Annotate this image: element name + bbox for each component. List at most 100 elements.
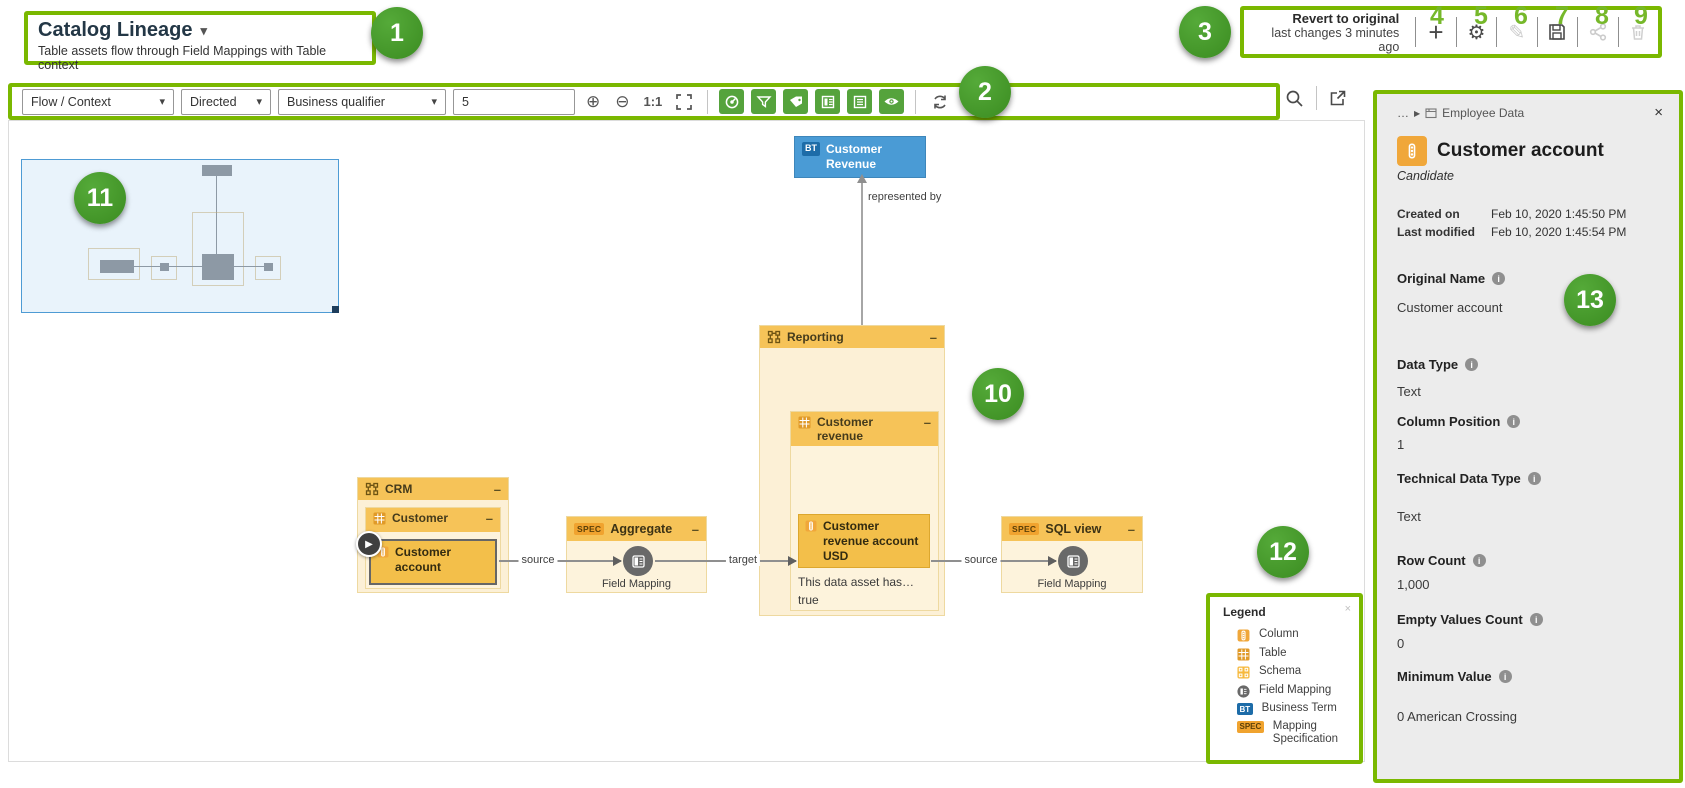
node-column-customer-account[interactable]: Customer account bbox=[369, 539, 497, 585]
external-link-icon[interactable] bbox=[1329, 89, 1347, 107]
zoom-in-icon[interactable]: ⊕ bbox=[586, 91, 601, 111]
eye-icon[interactable] bbox=[879, 89, 905, 114]
share-icon[interactable] bbox=[1584, 18, 1611, 46]
minimap-group-outline bbox=[88, 248, 140, 280]
filter-icon[interactable] bbox=[751, 89, 777, 114]
minimap-edge bbox=[100, 266, 272, 267]
save-icon[interactable] bbox=[1544, 18, 1571, 46]
callout-13: 13 bbox=[1564, 274, 1616, 326]
fullscreen-icon[interactable] bbox=[672, 93, 696, 110]
info-icon[interactable]: i bbox=[1507, 415, 1521, 428]
minimap-edge bbox=[216, 176, 217, 256]
close-icon[interactable]: × bbox=[1344, 603, 1351, 615]
legend-item-business-term: BT Business Term bbox=[1223, 702, 1353, 715]
node-column-customer-revenue-account-usd[interactable]: Customer revenue account USD bbox=[798, 514, 930, 568]
minimap-node bbox=[160, 263, 169, 271]
group-reporting-header[interactable]: Reporting – bbox=[760, 326, 944, 348]
asset-note-line2: true bbox=[798, 593, 819, 607]
play-button[interactable]: ▶ bbox=[356, 531, 382, 557]
depth-input[interactable] bbox=[453, 88, 575, 115]
edge-source-1 bbox=[499, 560, 621, 562]
breadcrumb-arrow-icon: ▶ bbox=[1414, 108, 1421, 118]
lineage-canvas[interactable]: BT Customer Revenue represented by Repor… bbox=[8, 120, 1365, 764]
field-label: Minimum Value bbox=[1397, 669, 1492, 684]
spec-sql-view-header[interactable]: SPEC SQL view – bbox=[1002, 517, 1142, 541]
qualifier-select[interactable]: Business qualifier ▾ bbox=[278, 88, 446, 115]
trash-icon[interactable] bbox=[1625, 18, 1652, 46]
layout-select[interactable]: Flow / Context ▾ bbox=[22, 88, 174, 115]
minimap-resize-handle[interactable] bbox=[332, 306, 339, 313]
collapse-button[interactable]: – bbox=[493, 481, 501, 497]
search-icon[interactable] bbox=[1285, 89, 1304, 108]
info-icon[interactable]: i bbox=[1465, 358, 1479, 371]
field-value: Text bbox=[1397, 509, 1421, 524]
pencil-icon[interactable]: ✎ bbox=[1508, 21, 1526, 44]
info-icon[interactable]: i bbox=[1529, 613, 1543, 626]
minimap[interactable] bbox=[21, 159, 339, 313]
node-table-customer-revenue[interactable]: Customer revenue – bbox=[790, 411, 939, 611]
divider bbox=[1415, 17, 1417, 47]
collapse-button[interactable]: – bbox=[1127, 521, 1135, 537]
callout-8: 8 bbox=[1595, 2, 1609, 30]
gauge-icon[interactable] bbox=[719, 89, 745, 114]
node-spec-sql-view[interactable]: SPEC SQL view – bbox=[1001, 516, 1143, 593]
arrow-up-icon bbox=[857, 174, 867, 183]
collapse-button[interactable]: – bbox=[929, 329, 937, 345]
close-icon[interactable]: × bbox=[1654, 104, 1663, 121]
title-dropdown-caret-icon[interactable]: ▾ bbox=[200, 22, 208, 38]
revert-title[interactable]: Revert to original bbox=[1292, 10, 1400, 26]
legend-item-field-mapping: Field Mapping bbox=[1223, 684, 1353, 698]
list-icon[interactable] bbox=[847, 89, 873, 114]
gear-icon[interactable]: ⚙ bbox=[1467, 21, 1486, 44]
business-term-badge: BT bbox=[802, 142, 820, 156]
column-customer-account-label: Customer account bbox=[395, 545, 452, 574]
plus-icon[interactable]: + bbox=[1428, 16, 1444, 47]
legend-label: Mapping Specification bbox=[1272, 719, 1339, 745]
meta-value: Feb 10, 2020 1:45:50 PM bbox=[1491, 207, 1627, 221]
schema-icon bbox=[767, 330, 781, 344]
field-mapping-icon[interactable] bbox=[623, 546, 653, 576]
divider bbox=[1617, 17, 1619, 47]
breadcrumb-domain[interactable]: Employee Data bbox=[1442, 106, 1525, 120]
page-title-block: Catalog Lineage ▾ Table assets flow thro… bbox=[24, 11, 376, 72]
spec-aggregate-header[interactable]: SPEC Aggregate – bbox=[567, 517, 706, 541]
arrow-right-icon bbox=[613, 556, 622, 566]
collapse-button[interactable]: – bbox=[691, 521, 699, 537]
table-icon bbox=[1237, 648, 1250, 661]
meta-label: Last modified bbox=[1397, 225, 1476, 239]
callout-3: 3 bbox=[1179, 6, 1231, 58]
field-mapping-icon[interactable] bbox=[1058, 546, 1088, 576]
node-business-term-customer-revenue[interactable]: BT Customer Revenue bbox=[794, 136, 926, 178]
info-icon[interactable]: i bbox=[1498, 670, 1512, 683]
callout-1: 1 bbox=[371, 7, 423, 59]
spec-sql-view-label: SQL view bbox=[1045, 522, 1102, 536]
direction-select[interactable]: Directed ▾ bbox=[181, 88, 271, 115]
table-customer-revenue-header[interactable]: Customer revenue – bbox=[791, 412, 938, 446]
field-mapping-caption: Field Mapping bbox=[601, 578, 672, 590]
card-icon[interactable] bbox=[815, 89, 841, 114]
revert-to-original[interactable]: Revert to original last changes 3 minute… bbox=[1250, 11, 1399, 54]
tag-icon[interactable] bbox=[783, 89, 809, 114]
info-icon[interactable]: i bbox=[1472, 554, 1486, 567]
breadcrumb-ellipsis[interactable]: … bbox=[1397, 106, 1409, 120]
zoom-reset-button[interactable]: 1:1 bbox=[643, 94, 663, 109]
collapse-button[interactable]: – bbox=[485, 511, 493, 526]
field-label: Row Count bbox=[1397, 553, 1466, 568]
info-icon[interactable]: i bbox=[1492, 272, 1506, 285]
field-value: 0 American Crossing bbox=[1397, 709, 1517, 724]
layout-select-value: Flow / Context bbox=[31, 94, 111, 109]
legend-rows: Column Table Schema bbox=[1223, 628, 1353, 746]
zoom-out-icon[interactable]: ⊖ bbox=[615, 91, 630, 111]
page-title-row: Catalog Lineage ▾ bbox=[38, 19, 362, 42]
refresh-icon[interactable] bbox=[927, 93, 953, 111]
info-icon[interactable]: i bbox=[1527, 472, 1541, 485]
minimap-node bbox=[202, 165, 232, 176]
table-customer-header[interactable]: Customer – bbox=[366, 508, 500, 532]
callout-5: 5 bbox=[1474, 2, 1488, 30]
divider bbox=[707, 89, 709, 114]
collapse-button[interactable]: – bbox=[923, 415, 931, 430]
group-crm-header[interactable]: CRM – bbox=[358, 478, 508, 500]
